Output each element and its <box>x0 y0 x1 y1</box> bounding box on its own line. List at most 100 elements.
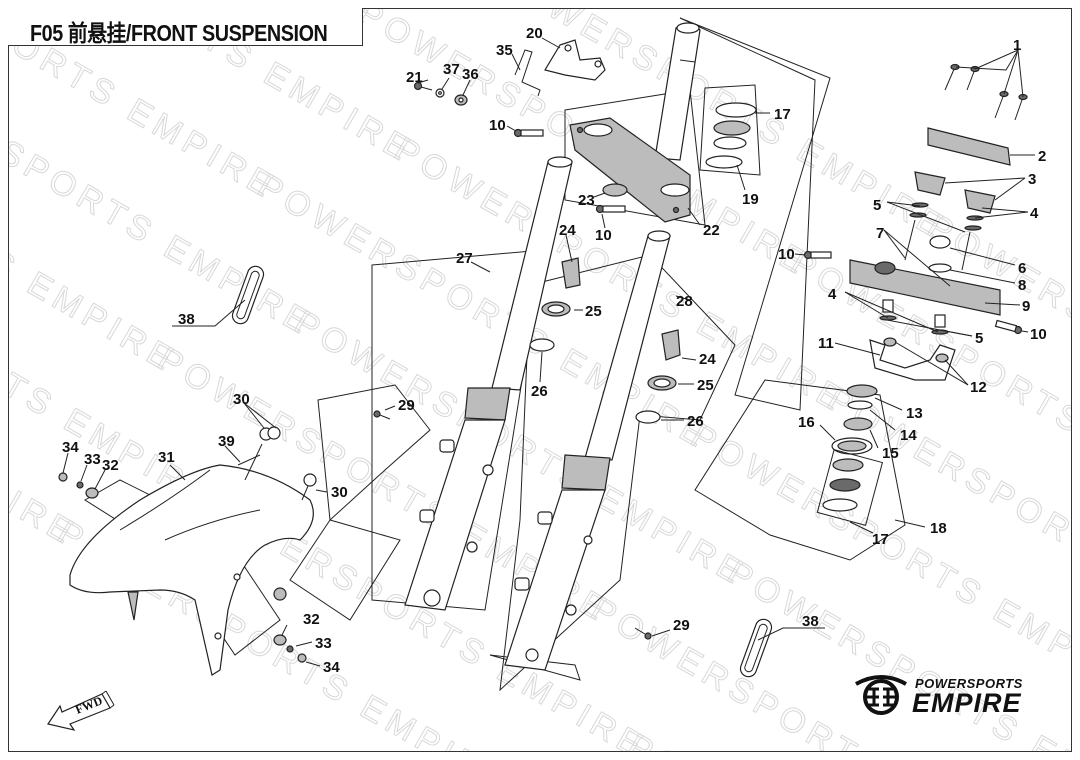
callout-26-a: 26 <box>531 383 548 400</box>
callout-17-lower: 17 <box>872 531 889 548</box>
callout-1: 1 <box>1013 37 1021 54</box>
part-reflector-38-a <box>231 265 265 325</box>
part-washer-34-a <box>58 472 68 482</box>
callout-33-a: 33 <box>84 451 101 468</box>
callout-19: 19 <box>742 191 759 208</box>
part-lock-washer-14 <box>847 400 873 410</box>
part-bracket-20 <box>544 39 606 81</box>
part-bolt-21 <box>413 81 433 91</box>
callout-labels: 1 2 3 4 4 5 5 6 7 8 9 10 10 10 10 11 12 … <box>62 25 1047 676</box>
callout-25-b: 25 <box>697 377 714 394</box>
part-handlebar-clamp-2 <box>927 127 1011 166</box>
callout-24-a: 24 <box>559 222 576 239</box>
part-lower-triple-clamp-22 <box>569 117 691 223</box>
callout-8: 8 <box>1018 277 1026 294</box>
part-bolt-10-b <box>595 204 626 214</box>
callout-16: 16 <box>798 414 815 431</box>
callout-21: 21 <box>406 69 423 86</box>
outline-fender-mount <box>289 519 401 621</box>
part-bolt-29-a <box>373 410 391 420</box>
callout-10-c: 10 <box>778 246 795 263</box>
callout-32-b: 32 <box>303 611 320 628</box>
part-bearing-set-17-upper <box>713 102 757 150</box>
part-bolts-1 <box>944 63 1028 121</box>
part-dust-seal-16 <box>831 437 873 455</box>
part-right-fork-28 <box>504 230 671 671</box>
title-box <box>8 8 363 46</box>
winged-e-emblem-icon <box>855 675 907 715</box>
part-cable-clamp-30-b <box>301 473 317 501</box>
callout-32-a: 32 <box>102 457 119 474</box>
arrow-down-left-icon <box>47 690 115 731</box>
callout-11: 11 <box>818 335 834 352</box>
callout-38-a: 38 <box>178 311 195 328</box>
outline-steering-stem <box>694 379 906 561</box>
part-front-fender-31 <box>69 464 314 676</box>
callout-18: 18 <box>930 520 947 537</box>
part-wire-clip-35 <box>514 49 541 97</box>
part-bolt-29-b <box>634 627 652 640</box>
callout-15: 15 <box>882 445 899 462</box>
outline-stem-tube <box>679 17 831 411</box>
callout-35: 35 <box>496 42 513 59</box>
callout-27: 27 <box>456 250 473 267</box>
part-collar-32-a <box>85 487 99 499</box>
callout-4-lower: 4 <box>828 286 837 303</box>
part-nut-33-b <box>286 645 294 653</box>
part-cap-23 <box>602 183 628 197</box>
part-adjusting-nut-15 <box>843 417 873 431</box>
callout-38-b: 38 <box>802 613 819 630</box>
part-bolt-10-c <box>803 250 832 260</box>
part-clip-24-a <box>561 257 581 289</box>
part-handlebar-clamp-3-b <box>964 189 996 214</box>
part-bearing-set-17-lower <box>816 449 884 526</box>
brand-name-line2: EMPIRE <box>912 688 1022 718</box>
callout-9: 9 <box>1022 298 1030 315</box>
callout-34-a: 34 <box>62 439 79 456</box>
part-lock-nut-13 <box>846 384 878 398</box>
forward-direction-indicator: FWD <box>40 684 120 734</box>
part-collar-32-b <box>273 634 287 646</box>
callout-39: 39 <box>218 433 235 450</box>
callout-13: 13 <box>906 405 923 422</box>
callout-29-a: 29 <box>398 397 415 414</box>
callout-10-b: 10 <box>595 227 612 244</box>
part-bolt-10-d <box>994 319 1023 335</box>
leader-lines <box>62 37 1035 667</box>
callout-6: 6 <box>1018 260 1026 277</box>
callout-23: 23 <box>578 192 595 209</box>
part-dust-seal-25-a <box>541 301 571 317</box>
part-washer-36 <box>454 94 468 106</box>
callout-20: 20 <box>526 25 543 42</box>
callout-22: 22 <box>703 222 720 239</box>
callout-31: 31 <box>158 449 175 466</box>
part-washer-34-b <box>297 653 307 663</box>
callout-25-a: 25 <box>585 303 602 320</box>
part-upper-triple-clamp-9 <box>849 259 1001 316</box>
callout-26-b: 26 <box>687 413 704 430</box>
brand-logo: POWERSPORTS EMPIRE <box>852 672 1052 722</box>
callout-17-upper: 17 <box>774 106 791 123</box>
callout-4-upper: 4 <box>1030 205 1039 222</box>
part-left-fork-27 <box>404 156 573 611</box>
callout-34-b: 34 <box>323 659 340 676</box>
callout-10-d: 10 <box>1030 326 1047 343</box>
callout-24-b: 24 <box>699 351 716 368</box>
callout-29-b: 29 <box>673 617 690 634</box>
callout-28: 28 <box>676 293 693 310</box>
callout-3: 3 <box>1028 171 1036 188</box>
part-steering-stem-tube <box>654 22 701 161</box>
callout-2: 2 <box>1038 148 1046 165</box>
part-bracket-11 <box>869 339 956 381</box>
part-cable-clamp-30-a <box>244 426 281 481</box>
callout-30-a: 30 <box>233 391 250 408</box>
part-cap-6 <box>929 235 951 249</box>
part-nut-33-a <box>76 481 84 489</box>
callout-14: 14 <box>900 427 917 444</box>
outline-upper-bearing <box>699 84 761 176</box>
page-title: F05 前悬挂/FRONT SUSPENSION <box>30 20 328 46</box>
part-clip-24-b <box>661 329 681 361</box>
part-seal-19 <box>705 155 743 169</box>
part-snap-ring-26-b <box>635 410 661 424</box>
